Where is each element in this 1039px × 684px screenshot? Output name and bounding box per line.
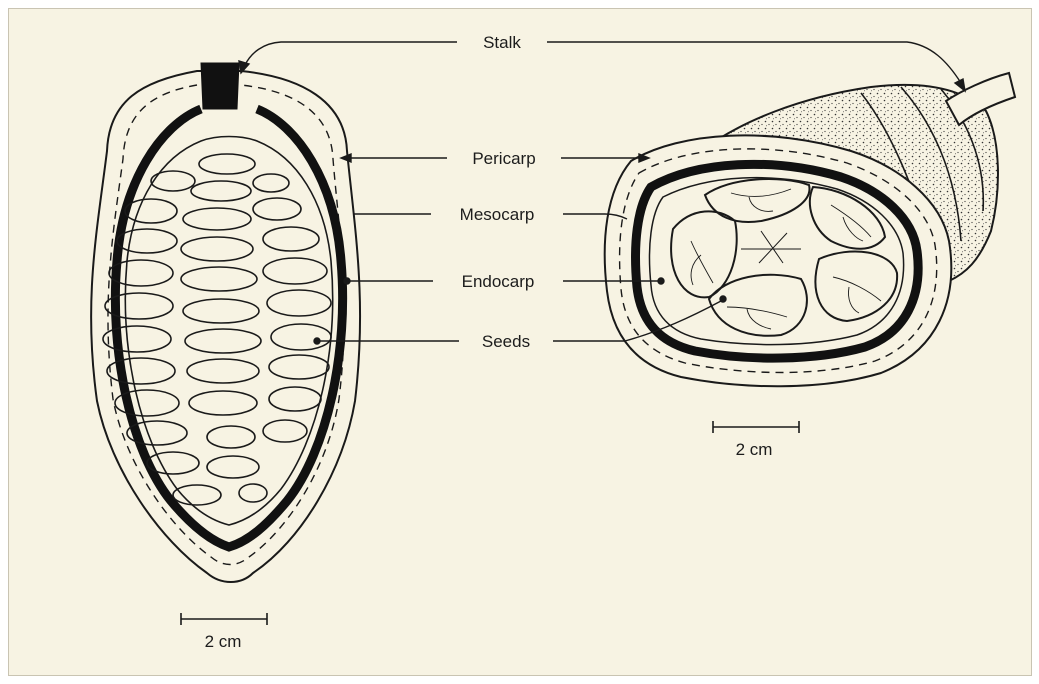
leader-dot [344,278,350,284]
seed [191,181,251,201]
leader-dot [658,278,664,284]
seed [147,452,199,474]
seed-cavity-left [125,137,332,526]
seed [173,485,221,505]
seed [181,237,253,261]
seed [263,258,327,284]
arrowhead [341,154,351,162]
seed [263,227,319,251]
seed [117,229,177,253]
scale-bar-left [181,613,267,625]
cacao-pod-diagram: Stalk Pericarp Mesocarp Endocarp Seeds 2… [8,8,1032,676]
scale-bar-right [713,421,799,433]
seed [199,154,255,174]
label-pericarp: Pericarp [472,149,535,168]
seed [253,198,301,220]
seed [125,199,177,223]
seed [187,359,259,383]
labels: Stalk Pericarp Mesocarp Endocarp Seeds [460,33,536,351]
stalk-leader-left [245,42,457,65]
cross-section [605,73,1015,386]
longitudinal-section [91,63,360,582]
diagram-canvas: Stalk Pericarp Mesocarp Endocarp Seeds 2… [9,9,1032,676]
leader-dot [720,296,726,302]
seed [269,355,329,379]
arrowhead [955,79,965,91]
stalk-leader-right [547,42,961,83]
label-mesocarp: Mesocarp [460,205,535,224]
seeds-left [103,154,331,505]
seed [263,420,307,442]
seed [183,299,259,323]
seed [253,174,289,192]
label-stalk: Stalk [483,33,521,52]
label-endocarp: Endocarp [462,272,535,291]
seed [183,208,251,230]
seed [181,267,257,291]
seed [189,391,257,415]
seed [207,456,259,478]
seed [271,324,331,350]
scale-label-left: 2 cm [205,632,242,651]
seed [267,290,331,316]
seed [269,387,321,411]
scale-label-right: 2 cm [736,440,773,459]
seed [151,171,195,191]
seed [239,484,267,502]
label-seeds: Seeds [482,332,530,351]
seed [185,329,261,353]
leader-dot [314,338,320,344]
stalk-left [201,63,239,109]
seed [207,426,255,448]
